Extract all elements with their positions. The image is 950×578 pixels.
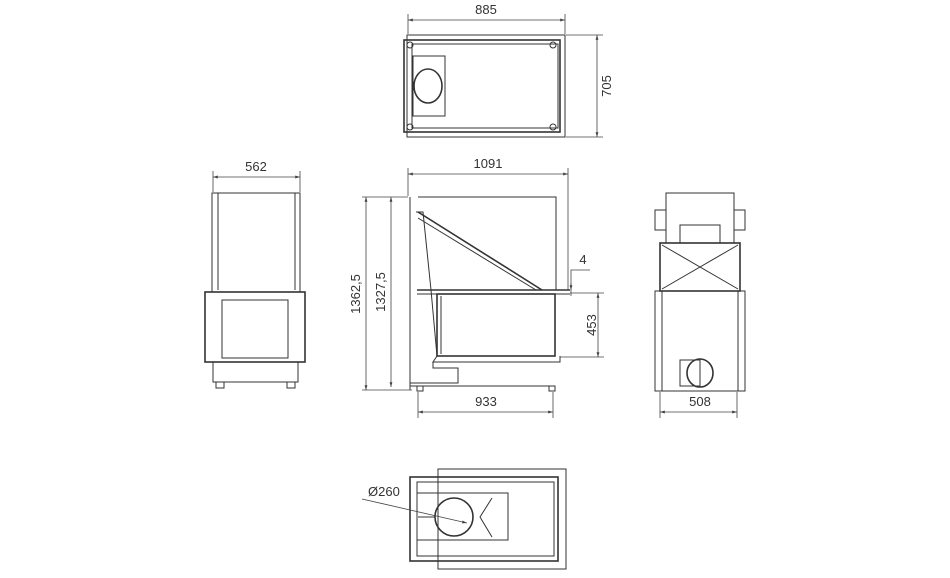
top-view: 885 705 bbox=[403, 2, 614, 138]
dim-885: 885 bbox=[475, 2, 497, 17]
dim-453: 453 bbox=[584, 314, 599, 336]
bottom-view: Ø260 bbox=[361, 468, 567, 570]
rear-view: 508 bbox=[654, 192, 746, 418]
dim-933: 933 bbox=[475, 394, 497, 409]
front-view: 1091 1362,5 1327,5 4 453 933 bbox=[348, 156, 604, 418]
dim-562: 562 bbox=[245, 159, 267, 174]
dim-508: 508 bbox=[689, 394, 711, 409]
dim-1327-5: 1327,5 bbox=[373, 272, 388, 312]
dim-1091: 1091 bbox=[474, 156, 503, 171]
dim-705: 705 bbox=[599, 75, 614, 97]
flue-collar-rear bbox=[686, 358, 714, 388]
dim-1362-5: 1362,5 bbox=[348, 274, 363, 314]
dim-diameter-260: Ø260 bbox=[368, 484, 400, 499]
flue-collar-top bbox=[413, 68, 443, 104]
side-view: 562 bbox=[204, 159, 306, 389]
dim-4: 4 bbox=[579, 252, 586, 267]
